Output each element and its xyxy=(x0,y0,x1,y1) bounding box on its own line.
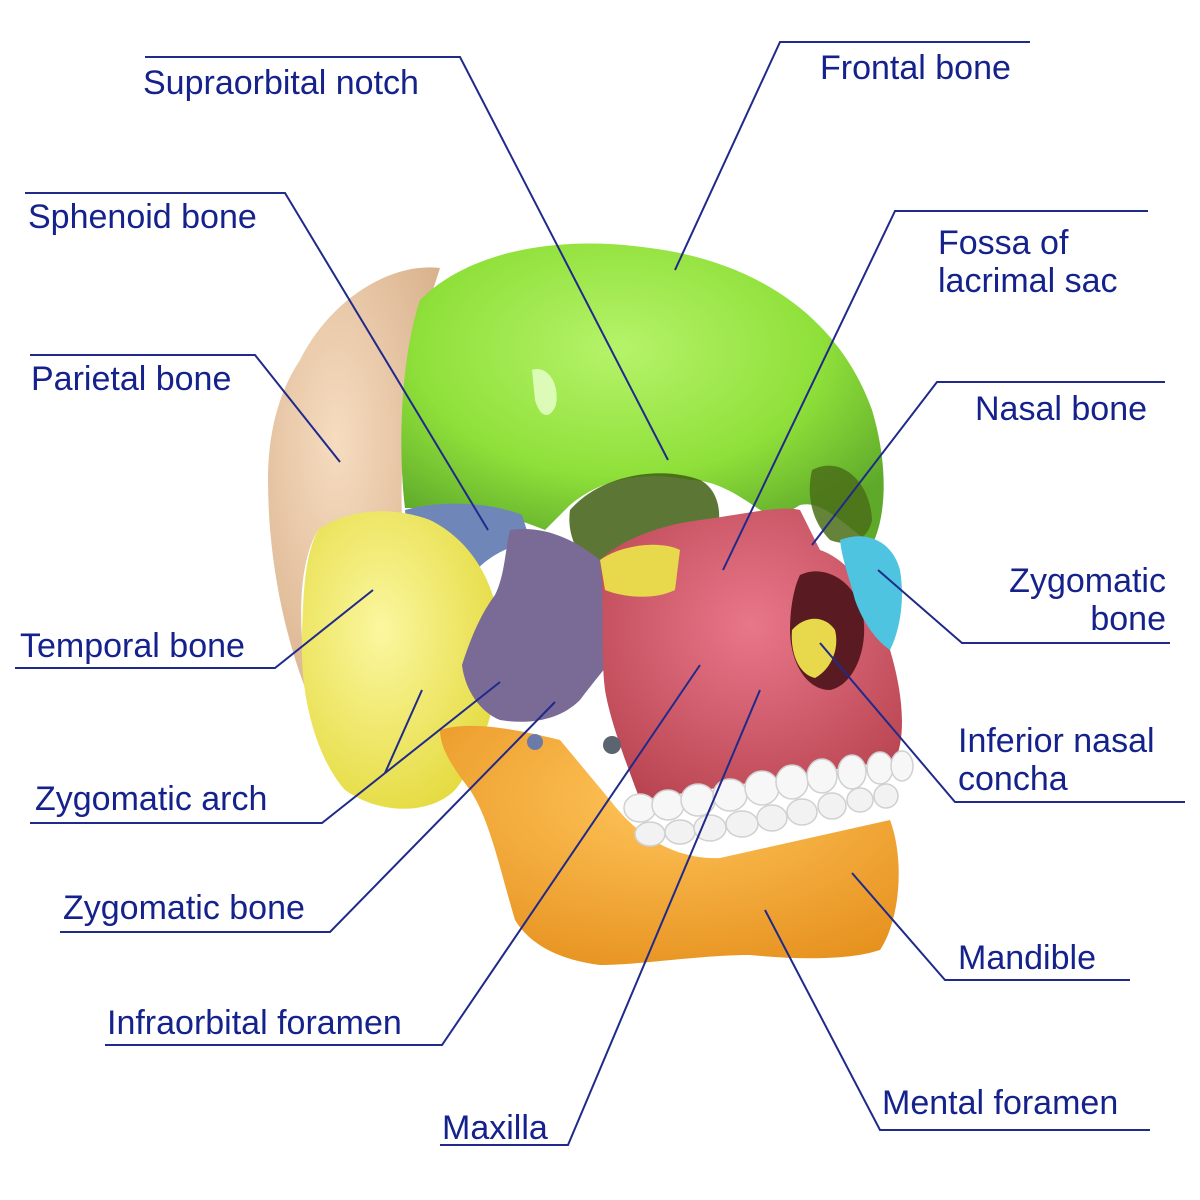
label-mental-foramen: Mental foramen xyxy=(882,1084,1119,1122)
frontal-highlight xyxy=(532,369,557,416)
label-inferior-nasal-concha: Inferior nasal concha xyxy=(958,722,1155,798)
leader-sphenoid-bone xyxy=(25,192,489,531)
lacrimal-region xyxy=(600,544,680,597)
label-fossa-lacrimal-sac-line2: lacrimal sac xyxy=(938,262,1118,300)
leader-zygomatic-bone-left xyxy=(60,701,556,933)
parietal-bone-shape xyxy=(268,267,440,700)
label-supraorbital-notch: Supraorbital notch xyxy=(143,64,419,102)
zygomatic-bone-right-shape xyxy=(840,536,902,650)
lower-teeth xyxy=(634,783,899,847)
sphenoid-bone-shape xyxy=(405,503,530,580)
leader-zygomatic-bone-right xyxy=(877,569,1170,644)
leader-nasal-bone xyxy=(811,381,1165,546)
label-inferior-nasal-concha-line2: concha xyxy=(958,760,1068,798)
leader-frontal-bone xyxy=(674,41,1030,271)
label-parietal-bone: Parietal bone xyxy=(31,360,232,398)
label-fossa-lacrimal-sac-line1: Fossa of xyxy=(938,224,1069,262)
frontal-bone-shape xyxy=(401,243,884,545)
label-zygomatic-bone-right-line1: Zygomatic xyxy=(1009,562,1166,600)
label-inferior-nasal-concha-line1: Inferior nasal xyxy=(958,722,1155,760)
inferior-nasal-concha-shape xyxy=(791,618,837,678)
label-zygomatic-bone-right: Zygomatic bone xyxy=(930,562,1166,638)
upper-teeth xyxy=(623,750,914,823)
label-zygomatic-bone-right-line2: bone xyxy=(1090,600,1166,638)
label-nasal-bone: Nasal bone xyxy=(975,390,1148,428)
label-frontal-bone: Frontal bone xyxy=(820,49,1011,87)
leader-mandible xyxy=(851,872,1130,981)
connector-peg xyxy=(603,736,621,754)
leader-zygomatic-arch-1 xyxy=(30,681,501,824)
zygomatic-bone-left-shape xyxy=(462,529,640,722)
label-zygomatic-bone-left: Zygomatic bone xyxy=(63,889,305,927)
leader-maxilla xyxy=(440,689,761,1146)
leader-infraorbital-foramen xyxy=(105,664,701,1046)
label-mandible: Mandible xyxy=(958,939,1096,977)
leader-supraorbital-notch xyxy=(145,56,669,461)
leader-inferior-nasal-concha xyxy=(819,642,1185,803)
leader-fossa-lacrimal-sac xyxy=(722,210,1148,571)
label-sphenoid-bone: Sphenoid bone xyxy=(28,198,257,236)
label-maxilla: Maxilla xyxy=(442,1109,548,1147)
skull-model xyxy=(268,243,914,965)
label-temporal-bone: Temporal bone xyxy=(20,627,245,665)
leader-mental-foramen xyxy=(764,909,1150,1131)
leader-zygomatic-arch-2 xyxy=(384,689,423,774)
label-fossa-lacrimal-sac: Fossa of lacrimal sac xyxy=(938,224,1117,300)
mandible-shape xyxy=(440,725,899,965)
connector-peg xyxy=(527,734,543,750)
right-orbit xyxy=(809,465,872,544)
label-zygomatic-arch: Zygomatic arch xyxy=(35,780,268,818)
leader-lines xyxy=(15,41,1185,1146)
leader-temporal-bone xyxy=(15,589,374,669)
leader-parietal-bone xyxy=(30,354,341,463)
label-infraorbital-foramen: Infraorbital foramen xyxy=(107,1004,402,1042)
